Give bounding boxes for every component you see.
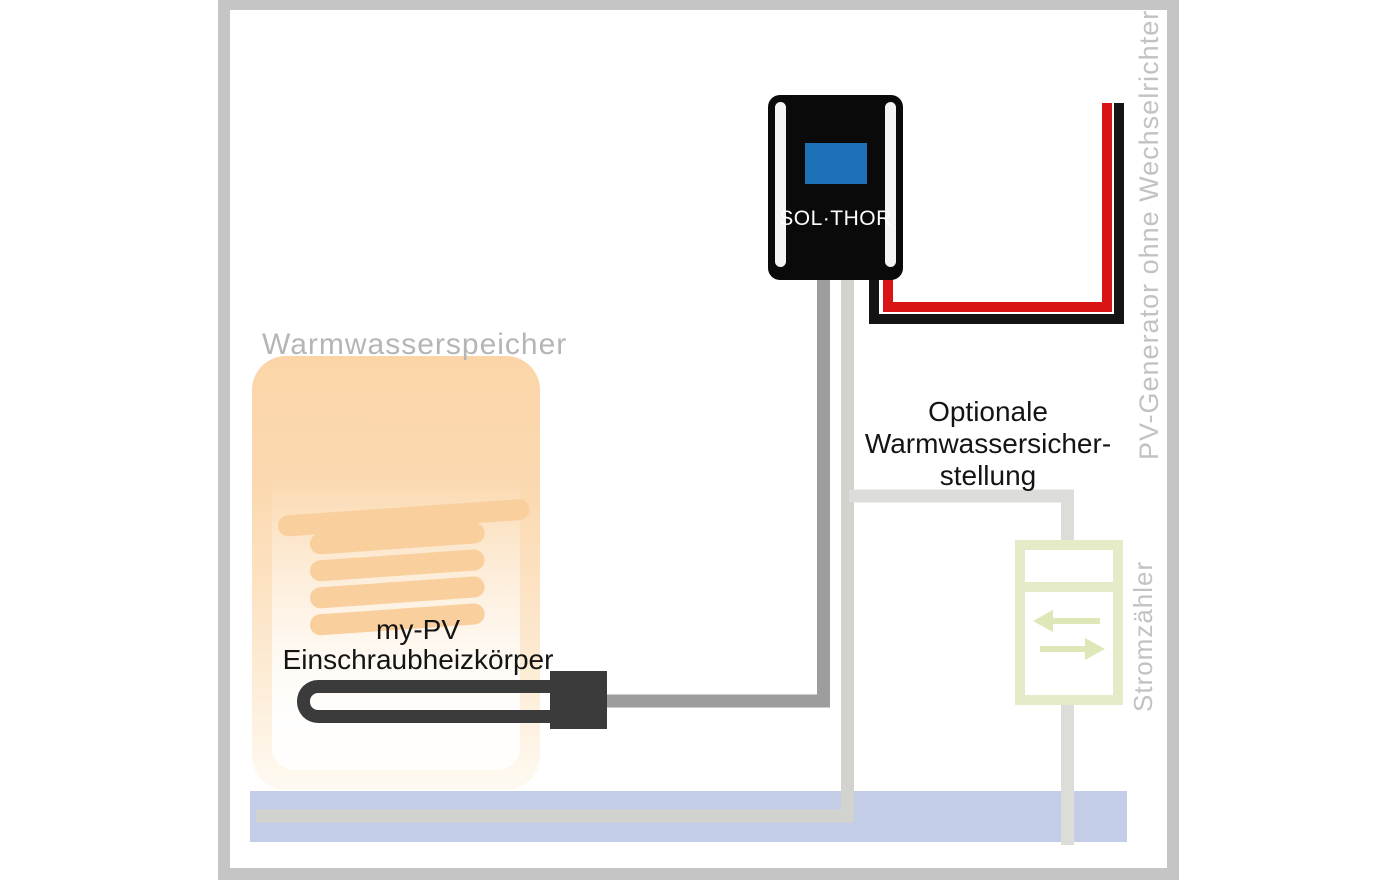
device-side-rail-left: [775, 102, 786, 267]
optional-backup-line2: Warmwassersicher-: [864, 428, 1112, 459]
meter-divider: [1025, 582, 1113, 592]
heating-element-label: my-PV Einschraubheizkörper: [280, 615, 556, 675]
export-arrow-left-icon: [1033, 610, 1100, 632]
electricity-meter: [1015, 540, 1123, 705]
meter-label: Stromzähler: [1128, 560, 1158, 712]
optional-backup-label: Optionale Warmwassersicher- stellung: [856, 396, 1120, 492]
device-screen: [805, 143, 867, 184]
meter-arrows-icon: [1033, 610, 1105, 660]
solthor-device: SOL·THOR: [768, 95, 903, 280]
optional-backup-line3: stellung: [939, 460, 1037, 491]
tank-label: Warmwasserspeicher: [262, 328, 568, 361]
device-side-rail-right: [885, 102, 896, 267]
import-arrow-right-icon: [1040, 638, 1105, 660]
heating-element-label-line1: my-PV: [376, 614, 460, 645]
heating-element-flange: [550, 671, 607, 729]
heating-element-label-line2: Einschraubheizkörper: [282, 644, 554, 675]
heating-element-hairpin: [297, 680, 555, 723]
pv-generator-label: PV-Generator ohne Wechselrichter: [1134, 9, 1164, 460]
optional-backup-line1: Optionale: [928, 396, 1048, 427]
device-brand-label: SOL·THOR: [779, 207, 892, 230]
power-bus-bar: [250, 791, 1127, 842]
